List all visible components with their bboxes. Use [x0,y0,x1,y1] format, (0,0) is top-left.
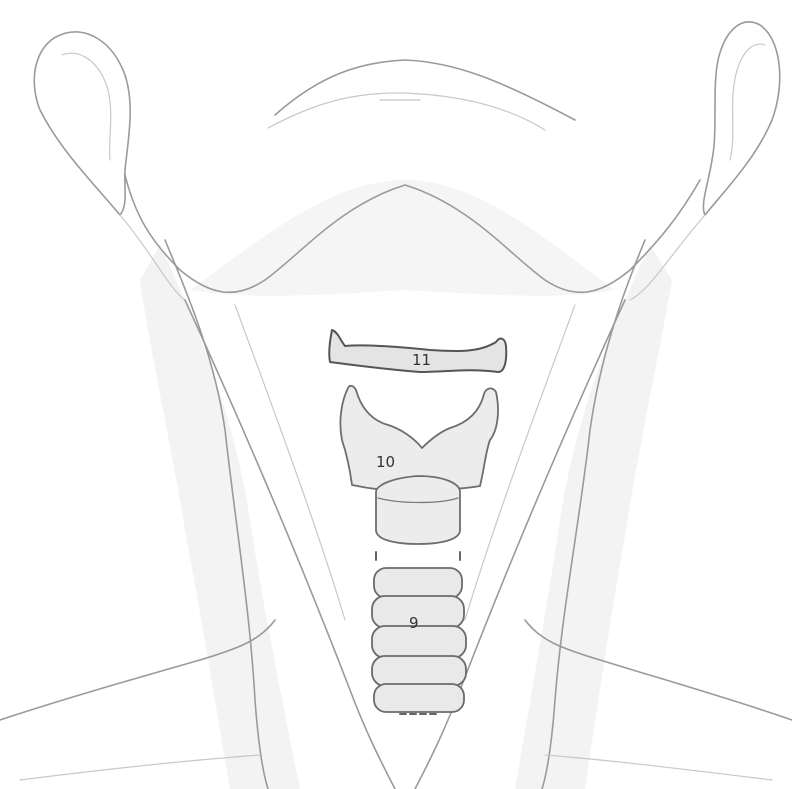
trachea-ring-3 [372,626,466,658]
hyoid-label: 11 [412,351,431,369]
mouth-line [268,93,545,130]
thyroid-label: 10 [376,453,395,471]
trachea-ring-1 [374,568,462,598]
trachea [372,552,466,714]
trachea-ring-4 [372,656,466,686]
lower-lip [275,60,575,120]
thyroid-cartilage [340,386,498,491]
trachea-top-dash [376,552,460,560]
left-ear-inner [62,53,111,160]
right-ear [703,22,779,215]
clavicle-left [20,755,260,780]
chin-shading [190,180,615,296]
neck-shading-right [515,245,672,789]
left-ear [34,32,130,215]
cricoid-cartilage [376,476,460,544]
trachea-ring-5 [374,684,464,712]
neck-shading-left [140,245,300,789]
trachea-label: 9 [409,614,419,632]
